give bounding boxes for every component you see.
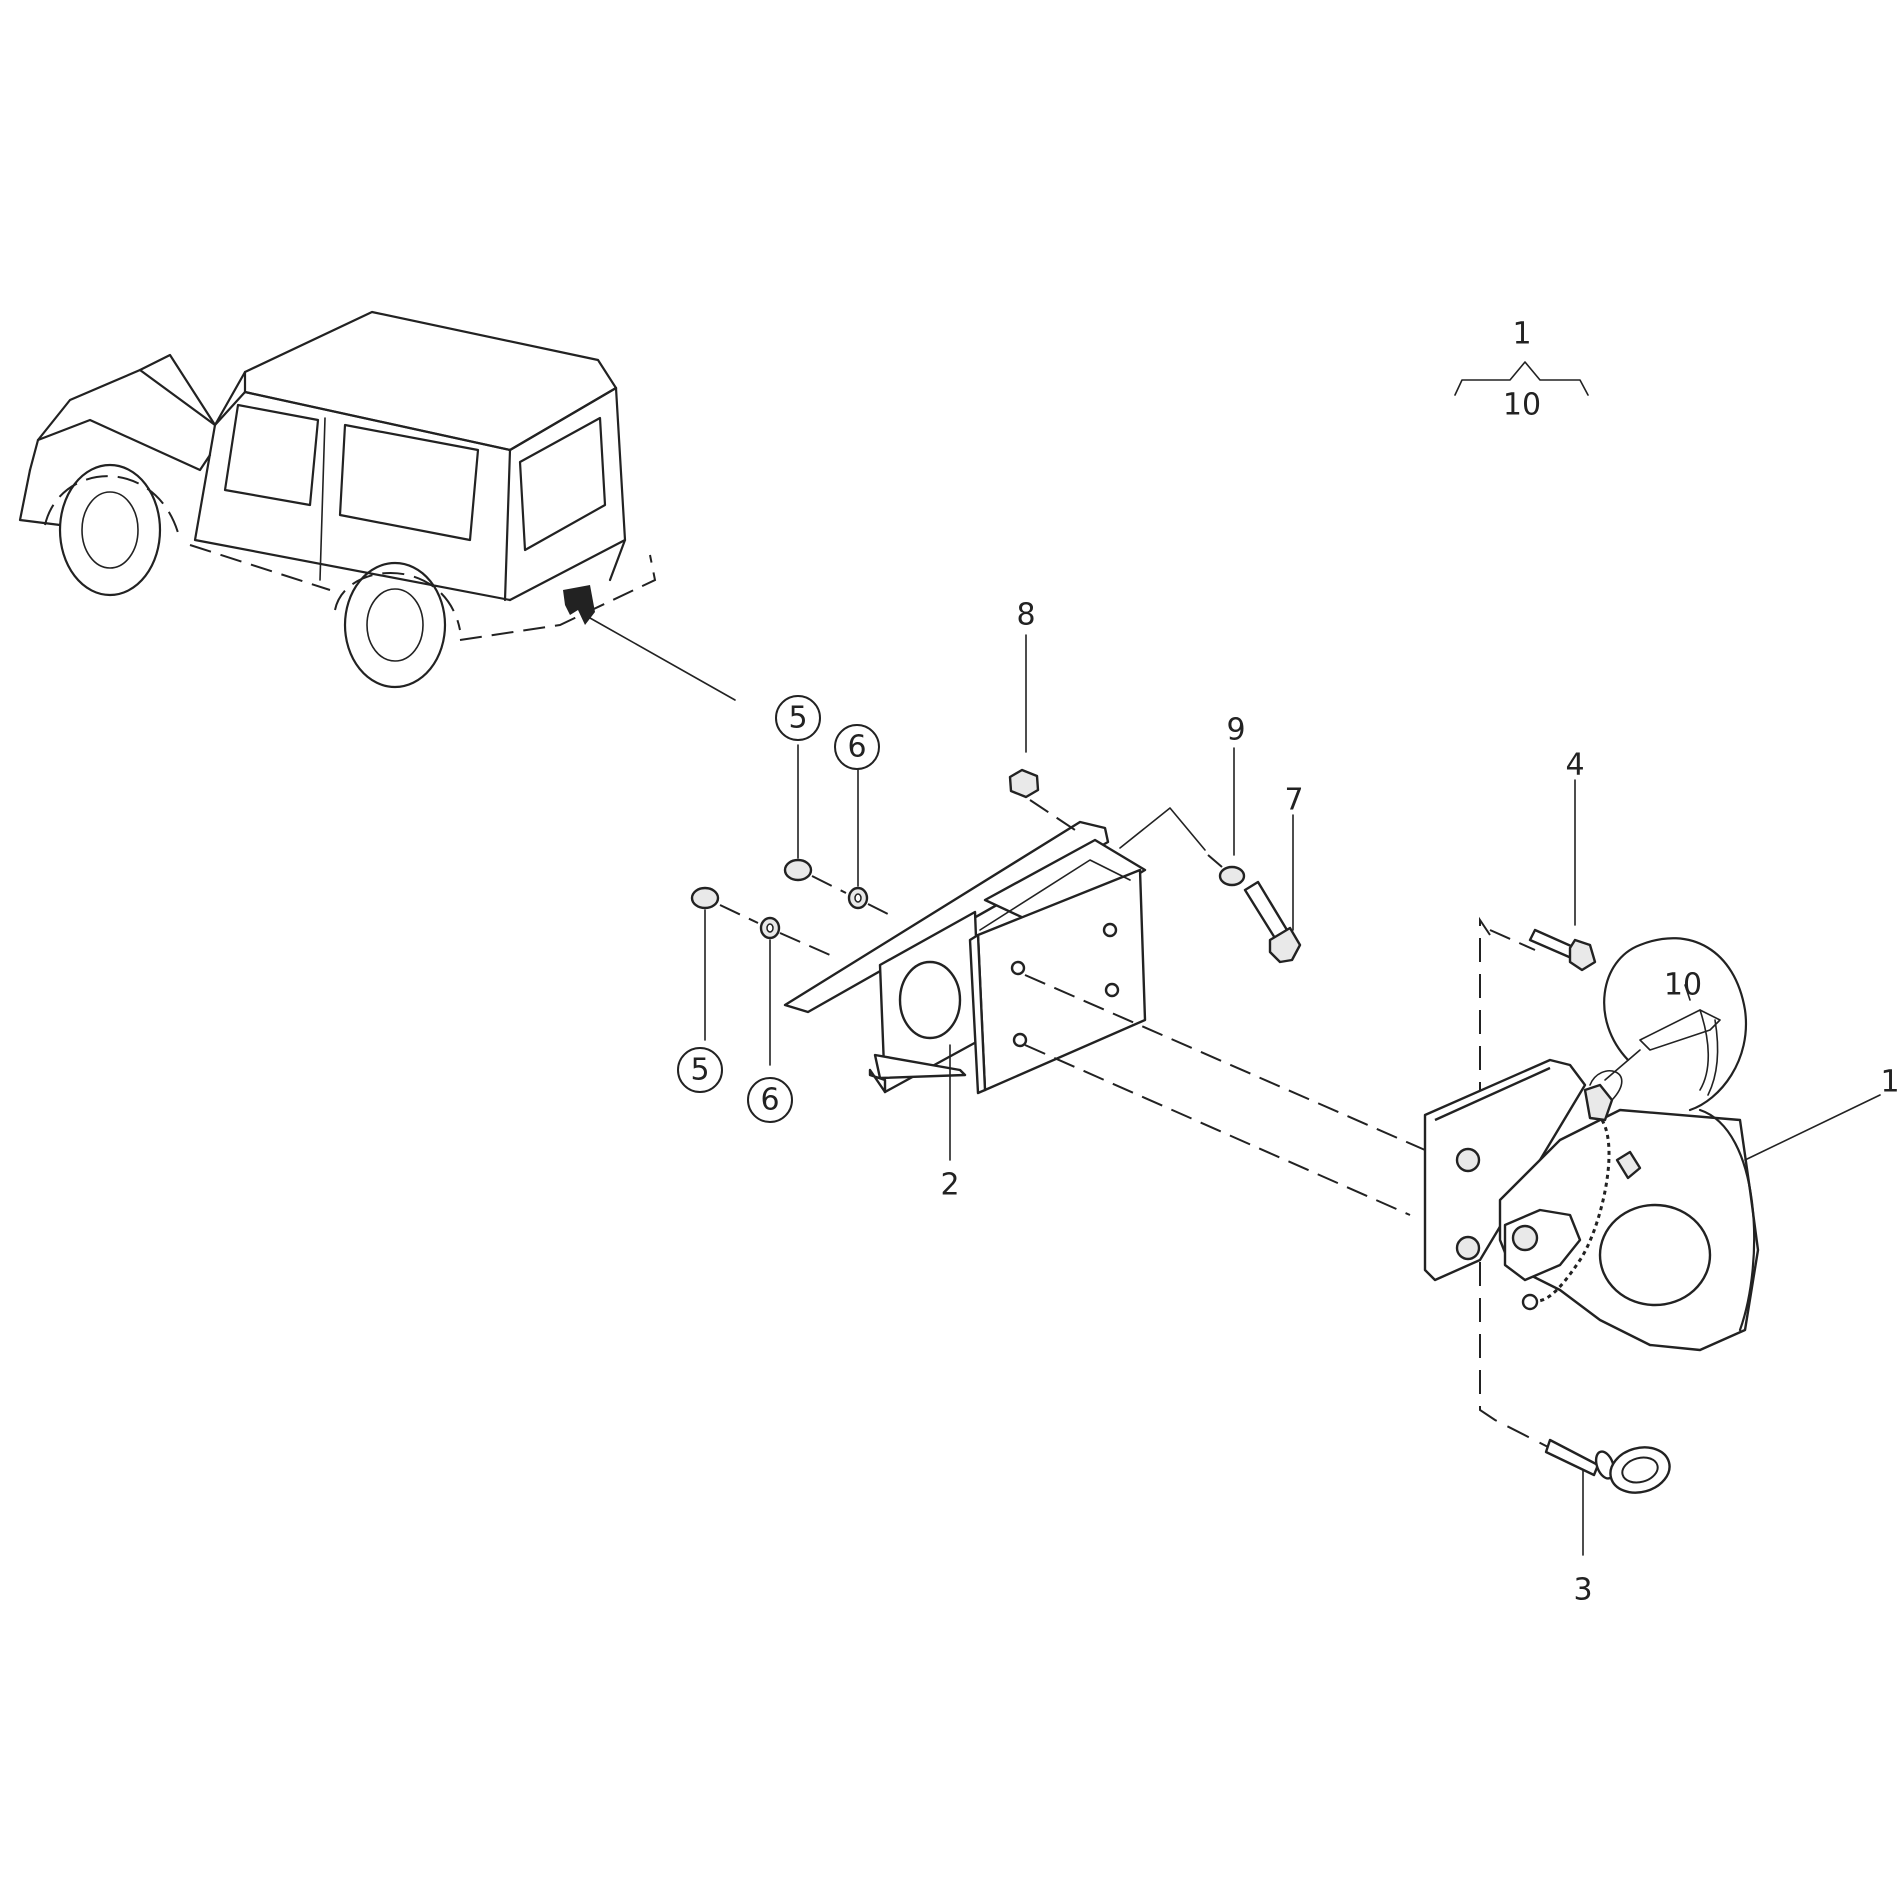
bolt-4: 4 [1528,748,1597,972]
callout-1-top: 1 [1512,317,1531,352]
callout-6-upper: 6 [847,730,866,765]
callout-10-top: 10 [1503,388,1541,423]
fasteners-top: 8 9 7 [1008,598,1304,964]
alignment-lines [1024,916,1551,1449]
detail-inset: 10 [1603,937,1748,1112]
callout-5-upper: 5 [788,701,807,736]
callout-7: 7 [1284,783,1303,818]
tow-hook-assembly: 1 [1423,1058,1900,1352]
callout-1-right: 1 [1880,1065,1899,1100]
callout-8: 8 [1016,598,1035,633]
callout-6-lower: 6 [760,1083,779,1118]
callout-4: 4 [1565,748,1584,783]
callout-5-lower: 5 [690,1053,709,1088]
assembly-brace: 1 10 [1454,317,1589,423]
callout-3: 3 [1573,1573,1592,1608]
callout-9: 9 [1226,713,1245,748]
eye-bolt-3: 3 [1544,1438,1671,1608]
vehicle-illustration [18,310,736,701]
fasteners-left: 5 6 5 6 [677,695,891,1123]
callout-10-detail: 10 [1664,968,1702,1003]
mounting-bracket: 2 [783,820,1147,1203]
callout-2: 2 [940,1168,959,1203]
